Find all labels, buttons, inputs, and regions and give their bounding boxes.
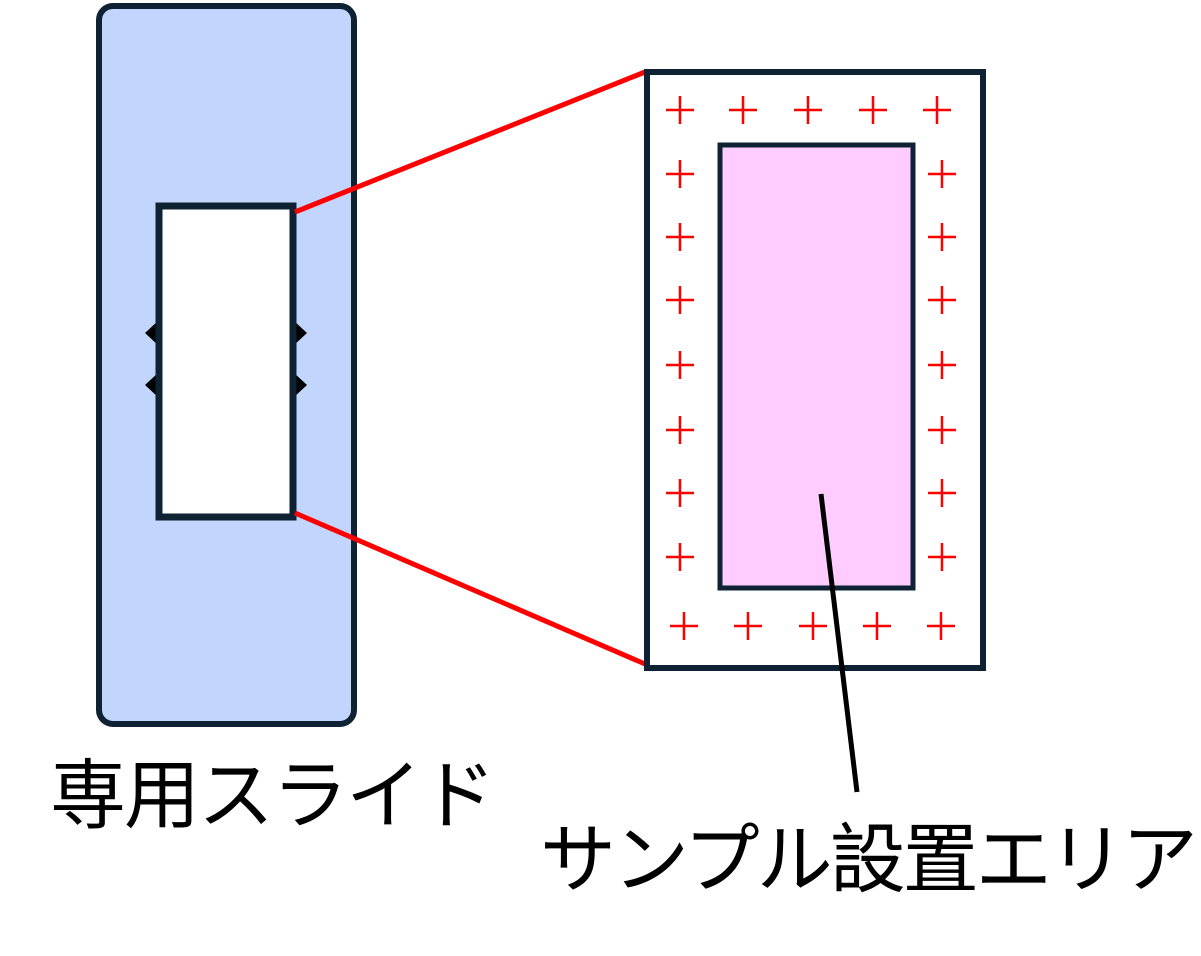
plus-mark [928,543,956,571]
plus-mark [928,286,956,314]
plus-mark [799,612,827,640]
plus-mark [863,612,891,640]
plus-mark [928,416,956,444]
zoom-line-top [294,69,646,215]
leader-line [818,493,860,793]
plus-mark [734,612,762,640]
sample-placement-area [717,142,916,591]
plus-mark [928,351,956,379]
plus-mark [666,351,694,379]
plus-marks [666,96,956,640]
plus-mark [666,543,694,571]
plus-mark [859,96,887,124]
plus-mark [666,416,694,444]
plus-mark [666,479,694,507]
plus-mark [666,160,694,188]
plus-mark [666,286,694,314]
plus-mark [666,223,694,251]
plus-mark [928,479,956,507]
plus-mark [928,223,956,251]
slide-window [155,202,297,521]
plus-mark [923,96,951,124]
slide-label: 専用スライド [50,751,496,840]
plus-mark [670,612,698,640]
plus-mark [928,160,956,188]
plus-mark [794,96,822,124]
sample-area-label: サンプル設置エリア [540,815,1198,904]
plus-mark [666,96,694,124]
zoom-line-bottom [294,510,646,667]
plus-mark [927,612,955,640]
plus-mark [729,96,757,124]
